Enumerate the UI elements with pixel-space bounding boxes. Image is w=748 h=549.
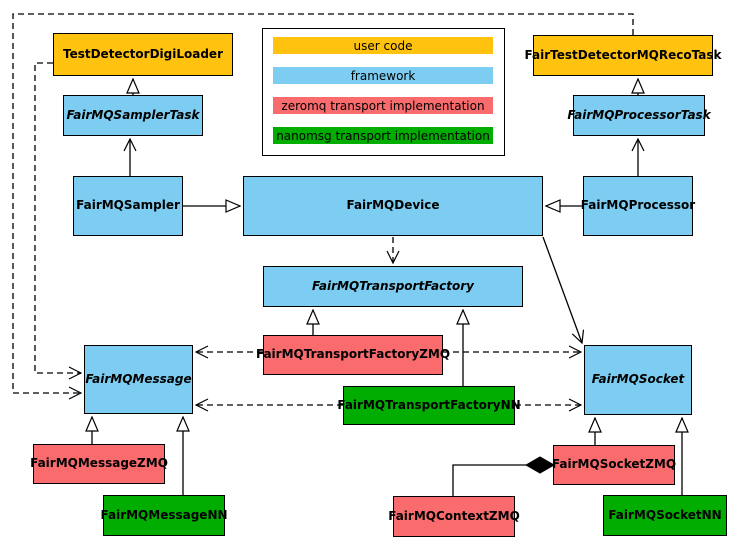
generalization-edges (92, 79, 682, 495)
legend-item-framework: framework (273, 67, 493, 84)
node-fairmqprocessor: FairMQProcessor (581, 176, 695, 236)
node-fairmqcontextzmq: FairMQContextZMQ (388, 496, 520, 537)
legend-item-user-code: user code (273, 37, 493, 54)
legend: user code framework zeromq transport imp… (262, 28, 505, 156)
node-fairmqsocketnn: FairMQSocketNN (603, 495, 727, 536)
node-fairmqmessage: FairMQMessage (84, 345, 193, 414)
association-edges (130, 139, 638, 343)
legend-item-zeromq: zeromq transport implementation (273, 97, 493, 114)
node-fairtestdetectormqrecotask: FairTestDetectorMQRecoTask (525, 35, 721, 76)
node-fairmqprocessortask: FairMQProcessorTask (567, 95, 711, 136)
dependency-edges (12, 13, 634, 405)
node-fairmqdevice: FairMQDevice (243, 176, 543, 236)
node-fairmqtransportfactoryzmq: FairMQTransportFactoryZMQ (256, 335, 450, 375)
node-fairmqmessagezmq: FairMQMessageZMQ (30, 444, 168, 484)
composition-edge (452, 456, 556, 496)
node-fairmqtransportfactory: FairMQTransportFactory (263, 266, 523, 307)
node-fairmqtransportfactorynn: FairMQTransportFactoryNN (337, 386, 521, 425)
node-fairmqmessagenn: FairMQMessageNN (100, 495, 228, 536)
node-fairmqsamplertask: FairMQSamplerTask (63, 95, 203, 136)
node-fairmqsocket: FairMQSocket (584, 345, 692, 415)
legend-item-nanomsg: nanomsg transport implementation (273, 127, 493, 144)
node-fairmqsampler: FairMQSampler (73, 176, 183, 236)
composition-diamond-icon (524, 456, 556, 474)
node-fairmqsocketzmq: FairMQSocketZMQ (552, 445, 676, 485)
node-testdetectordigiloader: TestDetectorDigiLoader (53, 33, 233, 76)
